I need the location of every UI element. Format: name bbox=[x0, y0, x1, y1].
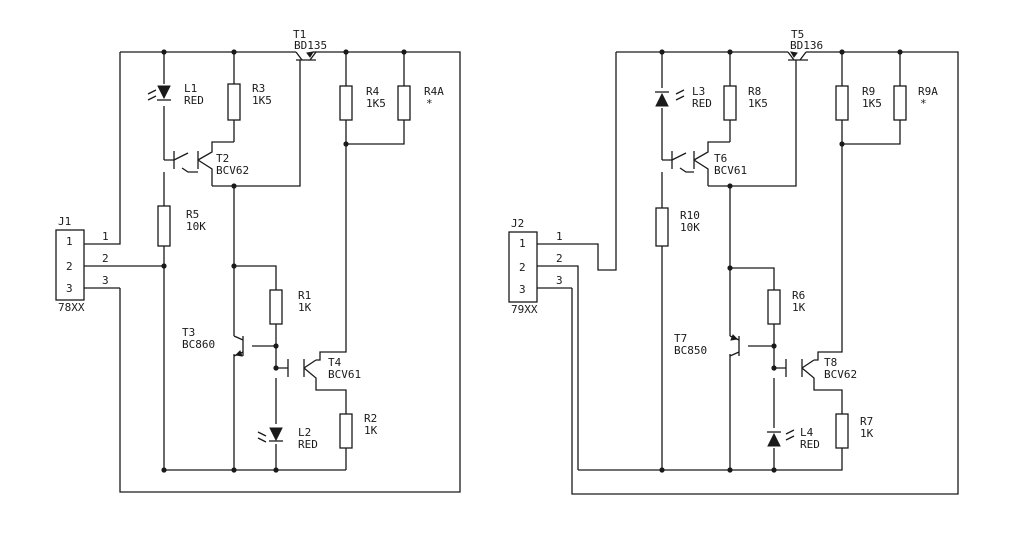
j2-ref: J2 bbox=[511, 217, 524, 230]
resistor-r9: R9 1K5 bbox=[835, 85, 882, 121]
l3-ref: L3 bbox=[692, 85, 705, 98]
r9-value: 1K5 bbox=[862, 97, 882, 110]
resistor-r4a: R4A * bbox=[397, 85, 444, 121]
resistor-r10: R10 10K bbox=[655, 207, 700, 247]
j2-pin1-number: 1 bbox=[556, 230, 563, 243]
resistor-r2: R2 1K bbox=[339, 412, 378, 449]
left-junctions bbox=[161, 49, 407, 473]
t8-value: BCV62 bbox=[824, 368, 857, 381]
r8-value: 1K5 bbox=[748, 97, 768, 110]
l1-value: RED bbox=[184, 94, 204, 107]
r6-value: 1K bbox=[792, 301, 806, 314]
t6-value: BCV61 bbox=[714, 164, 747, 177]
t2-value: BCV62 bbox=[216, 164, 249, 177]
r4a-value: * bbox=[426, 97, 433, 110]
t4-value: BCV61 bbox=[328, 368, 361, 381]
t6-ref: T6 bbox=[714, 152, 727, 165]
resistor-r3: R3 1K5 bbox=[227, 82, 272, 121]
t7-ref: T7 bbox=[674, 332, 687, 345]
r9a-value: * bbox=[920, 97, 927, 110]
t7-value: BC850 bbox=[674, 344, 707, 357]
r4a-ref: R4A bbox=[424, 85, 444, 98]
t4-ref: T4 bbox=[328, 356, 342, 369]
resistor-r7: R7 1K bbox=[835, 413, 874, 449]
transistor-t7: T7 BC850 bbox=[674, 332, 740, 357]
resistor-r4: R4 1K5 bbox=[339, 85, 386, 121]
right-junctions bbox=[659, 49, 903, 473]
t5-ref: T5 bbox=[791, 28, 804, 41]
r10-value: 10K bbox=[680, 221, 700, 234]
r3-ref: R3 bbox=[252, 82, 265, 95]
led-l2: L2 RED bbox=[257, 426, 318, 451]
r2-ref: R2 bbox=[364, 412, 377, 425]
resistor-r9a: R9A * bbox=[893, 85, 938, 121]
l4-value: RED bbox=[800, 438, 820, 451]
j2-pin1-label: 1 bbox=[519, 237, 526, 250]
j1-pin3-number: 3 bbox=[102, 274, 109, 287]
r7-value: 1K bbox=[860, 427, 874, 440]
t8-ref: T8 bbox=[824, 356, 837, 369]
t1-value: BD135 bbox=[294, 39, 327, 52]
r8-ref: R8 bbox=[748, 85, 761, 98]
r6-ref: R6 bbox=[792, 289, 805, 302]
left-wires bbox=[83, 51, 461, 493]
r5-value: 10K bbox=[186, 220, 206, 233]
l2-value: RED bbox=[298, 438, 318, 451]
r1-ref: R1 bbox=[298, 289, 311, 302]
r1-value: 1K bbox=[298, 301, 312, 314]
j2-pin3-number: 3 bbox=[556, 274, 563, 287]
resistor-r1: R1 1K bbox=[269, 289, 312, 325]
j1-pin2-number: 2 bbox=[102, 252, 109, 265]
t1-ref: T1 bbox=[293, 28, 306, 41]
transistor-t2: T2 BCV62 bbox=[216, 152, 249, 177]
transistor-t6: T6 BCV61 bbox=[714, 152, 747, 177]
resistor-r8: R8 1K5 bbox=[723, 85, 768, 121]
resistor-r6: R6 1K bbox=[767, 289, 806, 325]
r2-value: 1K bbox=[364, 424, 378, 437]
j1-ref: J1 bbox=[58, 215, 71, 228]
t5-value: BD136 bbox=[790, 39, 823, 52]
r5-ref: R5 bbox=[186, 208, 199, 221]
led-l4: L4 RED bbox=[767, 426, 820, 451]
transistor-t8: T8 BCV62 bbox=[824, 356, 857, 381]
r3-value: 1K5 bbox=[252, 94, 272, 107]
t3-ref: T3 bbox=[182, 326, 195, 339]
transistor-t4: T4 BCV61 bbox=[328, 356, 361, 381]
r4-value: 1K5 bbox=[366, 97, 386, 110]
l3-value: RED bbox=[692, 97, 712, 110]
t2-ref: T2 bbox=[216, 152, 229, 165]
j1-type: 78XX bbox=[58, 301, 85, 314]
j1-pin1-label: 1 bbox=[66, 235, 73, 248]
transistor-t1: T1 BD135 bbox=[293, 28, 327, 61]
led-l3: L3 RED bbox=[655, 85, 712, 110]
j2-type: 79XX bbox=[511, 303, 538, 316]
connector-j1: J1 1 2 3 1 2 3 78XX bbox=[55, 215, 109, 314]
resistor-r5: R5 10K bbox=[157, 205, 206, 247]
j2-pin2-number: 2 bbox=[556, 252, 563, 265]
r10-ref: R10 bbox=[680, 209, 700, 222]
l4-ref: L4 bbox=[800, 426, 814, 439]
r4-ref: R4 bbox=[366, 85, 380, 98]
r9-ref: R9 bbox=[862, 85, 875, 98]
right-wires bbox=[536, 51, 959, 495]
left-circuit: J1 1 2 3 1 2 3 78XX T1 BD135 L1 RED bbox=[55, 28, 461, 493]
connector-j2: J2 1 2 3 1 2 3 79XX bbox=[508, 217, 563, 316]
l2-ref: L2 bbox=[298, 426, 311, 439]
j1-pin1-number: 1 bbox=[102, 230, 109, 243]
transistor-t3: T3 BC860 bbox=[182, 326, 244, 357]
r9a-ref: R9A bbox=[918, 85, 938, 98]
l1-ref: L1 bbox=[184, 82, 197, 95]
t3-value: BC860 bbox=[182, 338, 215, 351]
j1-pin2-label: 2 bbox=[66, 260, 73, 273]
j1-pin3-label: 3 bbox=[66, 282, 73, 295]
r7-ref: R7 bbox=[860, 415, 873, 428]
right-circuit: J2 1 2 3 1 2 3 79XX T5 BD136 L3 RED bbox=[508, 28, 959, 495]
led-l1: L1 RED bbox=[147, 82, 204, 107]
j2-pin3-label: 3 bbox=[519, 283, 526, 296]
j2-pin2-label: 2 bbox=[519, 261, 526, 274]
transistor-t5: T5 BD136 bbox=[787, 28, 823, 61]
